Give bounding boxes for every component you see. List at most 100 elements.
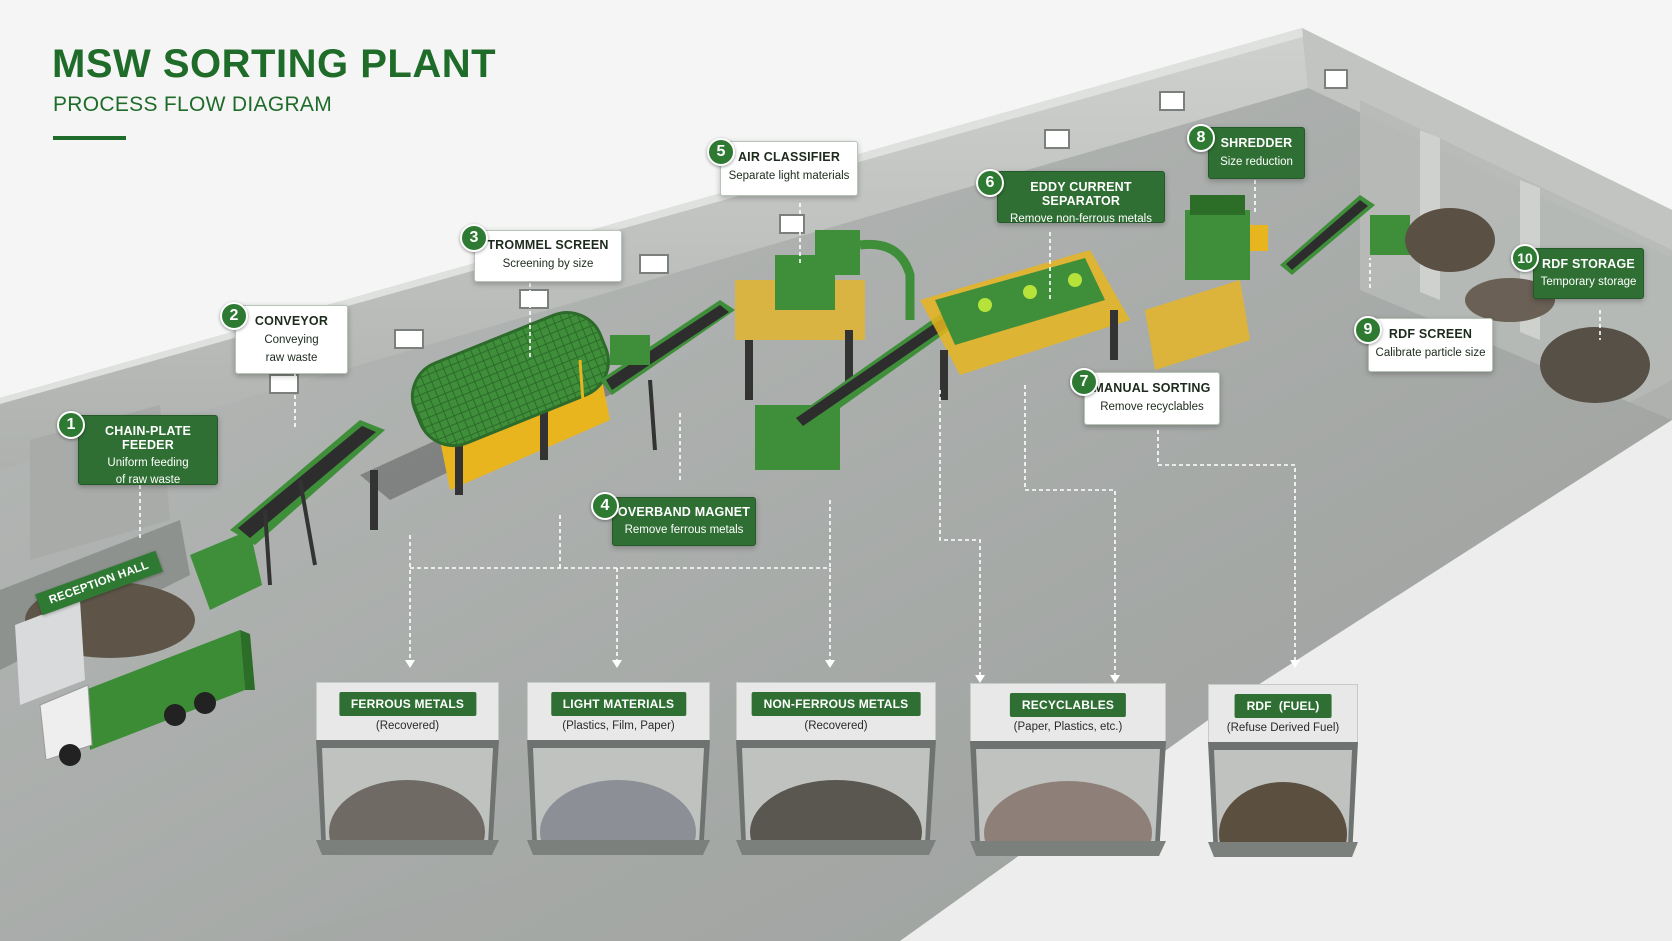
step-title: RDF SCREEN <box>1388 327 1473 341</box>
bin-pile <box>1208 742 1358 857</box>
bin-header: NON-FERROUS METALS (Recovered) <box>736 682 936 742</box>
step-air-classifier: AIR CLASSIFIER Separate light materials <box>720 141 858 196</box>
step-badge: 2 <box>220 302 248 330</box>
step-eddy-current-separator: EDDY CURRENT SEPARATOR Remove non-ferrou… <box>997 171 1165 225</box>
step-title: SHREDDER <box>1220 136 1293 150</box>
step-title: EDDY CURRENT SEPARATOR <box>1030 180 1132 208</box>
step-description: Uniform feeding of raw waste <box>79 455 217 489</box>
output-bin-ferrous-metals: FERROUS METALS (Recovered) <box>316 682 499 855</box>
step-description-line: of raw waste <box>115 474 181 486</box>
step-badge: 6 <box>976 169 1004 197</box>
step-rdf-screen: RDF SCREEN Calibrate particle size <box>1368 318 1493 372</box>
bin-subtitle: (Recovered) <box>375 720 440 732</box>
step-description: Remove non-ferrous metals <box>998 211 1164 227</box>
bin-header: RDF (FUEL) (Refuse Derived Fuel) <box>1208 684 1358 744</box>
wall-windows <box>269 69 1348 394</box>
air-classifier <box>735 230 915 400</box>
step-trommel-screen: TROMMEL SCREEN Screening by size <box>474 230 622 282</box>
rdf-pile-1 <box>1405 208 1495 272</box>
output-bin-recyclables: RECYCLABLES (Paper, Plastics, etc.) <box>970 683 1166 856</box>
garbage-truck <box>15 600 255 766</box>
step-shredder: SHREDDER Size reduction <box>1208 127 1305 179</box>
step-description-line: Temporary storage <box>1540 276 1637 288</box>
step-description: Remove ferrous metals <box>613 522 755 538</box>
step-badge: 10 <box>1511 244 1539 272</box>
step-description-line: Screening by size <box>502 258 594 270</box>
step-description-line: Remove non-ferrous metals <box>1010 213 1152 225</box>
output-bin-rdf-fuel: RDF (FUEL) (Refuse Derived Fuel) <box>1208 684 1358 857</box>
bin-subtitle: (Recovered) <box>804 720 868 732</box>
step-title: CONVEYOR <box>254 314 329 328</box>
step-badge: 9 <box>1354 316 1382 344</box>
step-badge: 3 <box>460 224 488 252</box>
bin-title: RDF (FUEL) <box>1234 694 1332 718</box>
title-rule <box>53 136 126 140</box>
step-description: Conveying raw waste <box>236 331 347 367</box>
step-title: CHAIN-PLATE FEEDER <box>105 424 191 452</box>
overband-magnet-conveyor <box>600 300 735 451</box>
shredder-unit <box>1145 195 1268 370</box>
chain-plate-feeder <box>190 420 385 610</box>
step-title: TROMMEL SCREEN <box>487 238 609 252</box>
step-badge: 1 <box>57 411 85 439</box>
step-description-line: Calibrate particle size <box>1375 347 1486 359</box>
pile-shape <box>540 780 696 855</box>
right-wall <box>1302 28 1672 258</box>
bin-pile <box>736 740 936 855</box>
output-bin-non-ferrous-metals: NON-FERROUS METALS (Recovered) <box>736 682 936 855</box>
bin-title: NON-FERROUS METALS <box>751 692 921 716</box>
flow-arrow-heads <box>405 660 1300 683</box>
bin-subtitle: (Refuse Derived Fuel) <box>1226 722 1340 734</box>
rdf-pile-3 <box>1540 327 1650 403</box>
page-title: MSW SORTING PLANT <box>52 42 497 86</box>
bin-pile <box>316 740 499 855</box>
bin-subtitle: (Plastics, Film, Paper) <box>562 720 675 732</box>
step-description-line: Conveying <box>264 334 319 346</box>
step-rdf-storage: RDF STORAGE Temporary storage <box>1533 248 1644 299</box>
step-description-line: Size reduction <box>1220 156 1293 168</box>
pile-shape <box>750 780 922 855</box>
trommel-screen <box>360 311 620 530</box>
bin-pile <box>527 740 710 855</box>
pile-shape <box>984 781 1152 856</box>
step-badge: 4 <box>591 492 619 520</box>
step-title: OVERBAND MAGNET <box>617 505 751 519</box>
step-overband-magnet: OVERBAND MAGNET Remove ferrous metals <box>612 497 756 546</box>
bin-title: LIGHT MATERIALS <box>550 692 687 716</box>
pile-shape <box>1219 782 1347 857</box>
step-description: Screening by size <box>475 256 621 272</box>
bin-subtitle: (Paper, Plastics, etc.) <box>1013 721 1123 733</box>
step-badge: 8 <box>1187 124 1215 152</box>
rdf-screen-conveyor <box>1280 195 1410 275</box>
step-description-line: Uniform feeding <box>107 457 189 469</box>
rdf-pile-2 <box>1465 278 1555 322</box>
page-subtitle: PROCESS FLOW DIAGRAM <box>53 93 333 116</box>
step-description-line: Remove ferrous metals <box>624 524 744 536</box>
eddy-current-station <box>755 300 975 470</box>
step-conveyor: CONVEYOR Conveying raw waste <box>235 305 348 374</box>
step-description-line: Separate light materials <box>728 170 850 182</box>
leader-lines <box>139 180 1601 675</box>
step-title: AIR CLASSIFIER <box>737 150 841 164</box>
step-title: RDF STORAGE <box>1542 257 1635 271</box>
step-description-line: raw waste <box>265 352 318 364</box>
bin-pile <box>970 741 1166 856</box>
step-badge: 5 <box>707 138 735 166</box>
step-description-line: Remove recyclables <box>1100 401 1204 413</box>
step-description: Size reduction <box>1209 154 1304 170</box>
bin-header: RECYCLABLES (Paper, Plastics, etc.) <box>970 683 1166 743</box>
output-bin-light-materials: LIGHT MATERIALS (Plastics, Film, Paper) <box>527 682 710 855</box>
step-description: Remove recyclables <box>1085 399 1219 415</box>
bin-header: LIGHT MATERIALS (Plastics, Film, Paper) <box>527 682 710 742</box>
step-manual-sorting: MANUAL SORTING Remove recyclables <box>1084 372 1220 425</box>
manual-sorting-platform <box>920 250 1130 400</box>
step-title: MANUAL SORTING <box>1093 381 1211 395</box>
bin-header: FERROUS METALS (Recovered) <box>316 682 499 742</box>
step-description: Separate light materials <box>721 168 857 184</box>
bin-title: FERROUS METALS <box>338 692 477 716</box>
step-description: Calibrate particle size <box>1369 345 1492 361</box>
step-chain-plate-feeder: CHAIN-PLATE FEEDER Uniform feeding of ra… <box>78 415 218 486</box>
bin-title: RECYCLABLES <box>1009 693 1127 717</box>
step-badge: 7 <box>1070 368 1098 396</box>
pile-shape <box>329 780 485 855</box>
